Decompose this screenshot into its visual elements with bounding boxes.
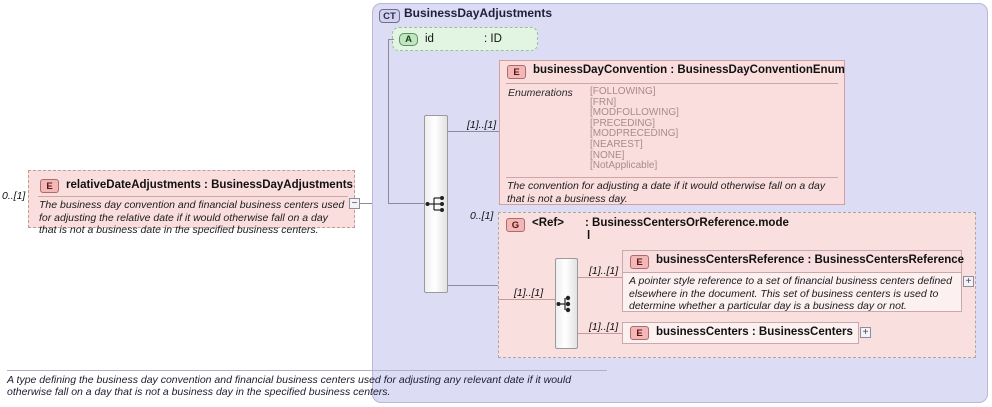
element-badge-icon: E [630,326,649,340]
connector-line [578,333,622,334]
divider [38,196,348,197]
divider [506,83,838,84]
ref-group-cardinality: 0..[1] [470,210,494,222]
enumerations-label: Enumerations [508,87,573,99]
complex-type-documentation: A type defining the business day convent… [7,370,607,398]
choice-compositor[interactable] [555,258,578,349]
bc-cardinality: [1]..[1] [589,321,619,333]
complex-type-title: BusinessDayAdjustments [404,6,553,20]
relative-date-adjustments-element[interactable]: E relativeDateAdjustments : BusinessDayA… [28,170,355,236]
element-badge-icon: E [40,179,59,193]
complex-type-badge-icon: CT [379,9,400,23]
expand-toggle[interactable]: + [963,276,974,287]
connector-line [388,39,389,204]
connector-line [388,203,424,204]
business-day-convention-element[interactable]: E businessDayConvention : BusinessDayCon… [499,60,845,205]
bdc-cardinality: [1]..[1] [467,119,497,131]
connector-line [448,285,498,286]
enum-item: [FRN] [590,96,617,108]
group-badge-icon: G [506,218,525,232]
business-day-convention-title: businessDayConvention : BusinessDayConve… [533,64,845,76]
business-centers-reference-doc: A pointer style reference to a set of fi… [629,275,952,312]
choice-cardinality: [1]..[1] [514,287,544,299]
attribute-name: id [425,33,434,45]
connector-line [578,277,622,278]
collapse-toggle[interactable]: − [349,198,360,209]
expand-toggle[interactable]: + [860,327,871,338]
enum-item: [NotApplicable] [590,160,658,172]
business-centers-element[interactable]: E businessCenters : BusinessCenters [622,322,859,344]
enum-item: [NONE] [590,149,625,161]
element-badge-icon: E [507,65,526,79]
connector-line [388,39,394,40]
attribute-badge-icon: A [399,33,418,46]
business-centers-reference-element[interactable]: E businessCentersReference : BusinessCen… [622,250,965,312]
choice-icon [556,295,570,312]
ref-group-name: <Ref> [532,217,564,229]
source-cardinality: 0..[1] [2,190,26,202]
business-centers-reference-header: E businessCentersReference : BusinessCen… [623,251,965,273]
element-badge-icon: E [630,255,649,269]
relative-date-adjustments-doc: The business day convention and financia… [39,199,345,236]
connector-line [498,299,555,300]
relative-date-adjustments-inner: E relativeDateAdjustments : BusinessDayA… [32,174,353,236]
attribute-id-box[interactable]: A id : ID [392,27,538,51]
business-centers-title: businessCenters : BusinessCenters [656,326,853,338]
ref-group-type: : BusinessCentersOrReference.mode [585,217,789,229]
attribute-type: : ID [484,33,502,45]
enumerations-list: [FOLLOWING] [FRN] [MODFOLLOWING] [PRECED… [590,86,679,172]
business-day-convention-doc: The convention for adjusting a date if i… [507,180,826,205]
divider [506,177,838,178]
enum-item: [MODFOLLOWING] [590,107,679,119]
sequence-icon [425,196,444,212]
relative-date-adjustments-title: relativeDateAdjustments : BusinessDayAdj… [66,179,353,191]
enum-item: [FOLLOWING] [590,86,656,97]
sequence-compositor[interactable] [424,115,448,293]
business-centers-reference-title: businessCentersReference : BusinessCente… [656,254,965,266]
ref-group-subtitle: l [587,230,591,242]
enum-item: [MODPRECEDING] [590,128,679,140]
enum-item: [PRECEDING] [590,117,656,129]
bcr-cardinality: [1]..[1] [589,265,619,277]
connector-line [448,131,499,132]
enum-item: [NEAREST] [590,138,643,150]
